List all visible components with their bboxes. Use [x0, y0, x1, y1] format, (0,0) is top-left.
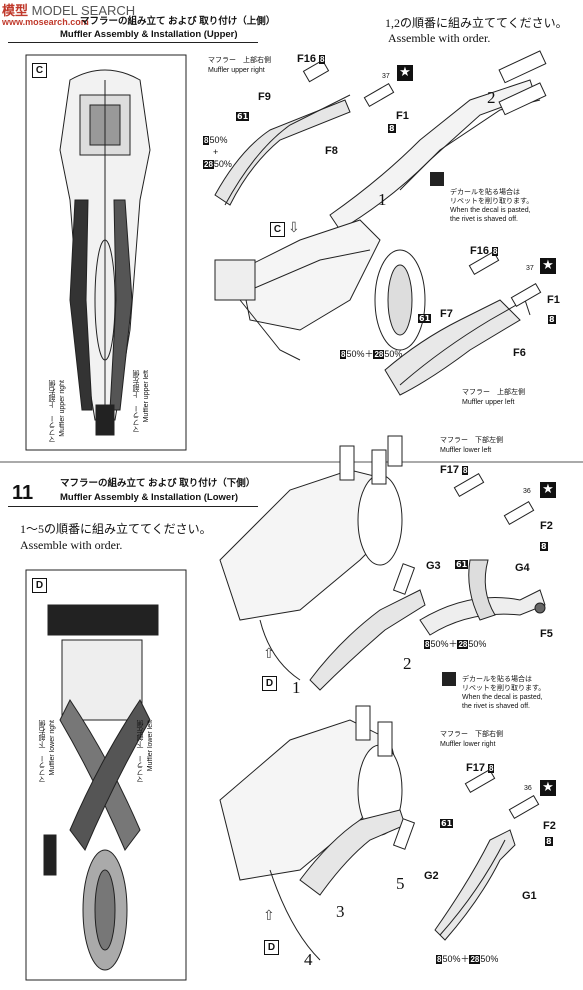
paint-mix-lower-b: 850%＋2850%	[436, 954, 499, 964]
upper-order-jp: 1,2の順番に組み立ててください。	[385, 16, 568, 30]
part-f8: F8	[325, 145, 338, 157]
upper-title-rule	[8, 42, 258, 43]
paint-61-g3: 61	[455, 560, 469, 569]
part-f1: F1	[396, 110, 409, 122]
step-number: 11	[12, 482, 34, 504]
upper-side-left-en: Muffler upper left	[143, 370, 150, 423]
paint-61-f9: 61	[236, 112, 250, 121]
arrow-up-icon: ⇧	[263, 646, 275, 662]
lower-muffler-right-jp: マフラー 下部右側	[440, 731, 503, 738]
lower-order-en: Assemble with order.	[20, 538, 123, 552]
upper-muffler-right-jp: マフラー 上部右側	[208, 57, 271, 64]
paint-8-f1b: 8	[548, 315, 556, 324]
lower-exploded-drawing-1	[219, 435, 546, 691]
paint-mix-f8: 850%	[203, 135, 228, 145]
part-f2-b: F2	[543, 820, 556, 832]
upper-side-right-jp: マフラー 上部右側	[49, 380, 56, 443]
part-f9: F9	[258, 91, 271, 103]
view-c-arrow-label: C	[270, 222, 285, 237]
star-icon-2: ★	[540, 258, 556, 274]
star-icon: ★	[397, 65, 413, 81]
order-num-2-upper: 2	[487, 88, 496, 107]
lower-muffler-right-en: Muffler lower right	[440, 741, 496, 748]
order-num-3: 3	[336, 902, 345, 921]
view-d-arrow-label-2: D	[264, 940, 279, 955]
upper-side-left-jp: マフラー 上部左側	[133, 370, 140, 433]
order-num-2-lower: 2	[403, 654, 412, 673]
part-f16-lower: F16 8	[470, 245, 499, 257]
view-d-label: D	[32, 578, 47, 593]
top-view-upper-drawing	[25, 54, 187, 451]
decal-icon-2	[442, 672, 456, 686]
part-f6: F6	[513, 347, 526, 359]
lower-exploded-drawing-2	[219, 705, 540, 961]
view-c-label: C	[32, 63, 47, 78]
part-g1: G1	[522, 890, 537, 902]
paint-61-g2: 61	[440, 819, 454, 828]
paint-36-a: 36	[523, 488, 531, 495]
order-num-5: 5	[396, 874, 405, 893]
paint-37: 37	[382, 73, 390, 80]
upper-muffler-right-en: Muffler upper right	[208, 67, 265, 74]
paint-plus: +	[213, 147, 219, 157]
paint-mix-f6: 850%＋2850%	[340, 349, 403, 359]
upper-muffler-left-en: Muffler upper left	[462, 399, 515, 406]
lower-muffler-left-en: Muffler lower left	[440, 447, 492, 454]
watermark-url: www.mosearch.com	[2, 17, 89, 27]
order-num-1-upper: 1	[378, 190, 387, 209]
paint-8-f2a: 8	[540, 542, 548, 551]
order-num-1-lower: 1	[292, 678, 301, 697]
upper-exploded-drawing	[214, 50, 547, 396]
paint-mix-28: 2850%	[203, 159, 232, 169]
upper-title-en: Muffler Assembly & Installation (Upper)	[60, 29, 238, 40]
upper-side-right-en: Muffler upper right	[59, 380, 66, 437]
lower-side-left-jp: マフラー 下部左側	[137, 720, 144, 783]
watermark: 模型 MODEL SEARCH www.mosearch.com	[2, 0, 135, 27]
lower-side-right-jp: マフラー 下部右側	[39, 720, 46, 783]
part-f7: F7	[440, 308, 453, 320]
part-g2: G2	[424, 870, 439, 882]
paint-8-f1: 8	[388, 124, 396, 133]
paint-mix-lower-a: 850%＋2850%	[424, 639, 487, 649]
decal-icon	[430, 172, 444, 186]
part-f5: F5	[540, 628, 553, 640]
order-num-4: 4	[304, 950, 313, 969]
part-f17-b: F17 8	[466, 762, 495, 774]
lower-title-jp: マフラーの組み立て および 取り付け（下側）	[60, 478, 256, 489]
paint-8-f2b: 8	[545, 837, 553, 846]
lower-decal-note: デカールを貼る場合は リベットを削り取ります。 When the decal i…	[462, 676, 546, 710]
watermark-site: MODEL SEARCH	[31, 3, 136, 18]
lower-title-rule	[8, 506, 258, 507]
part-g4: G4	[515, 562, 530, 574]
view-d-arrow-label: D	[262, 676, 277, 691]
arrow-up-icon-2: ⇧	[263, 908, 275, 924]
upper-order-en: Assemble with order.	[388, 31, 491, 45]
paint-61-f7: 61	[418, 314, 432, 323]
lower-muffler-left-jp: マフラー 下部左側	[440, 437, 503, 444]
lower-title-en: Muffler Assembly & Installation (Lower)	[60, 492, 239, 503]
part-f1-b: F1	[547, 294, 560, 306]
upper-decal-note: デカールを貼る場合は リベットを削り取ります。 When the decal i…	[450, 189, 534, 223]
part-f2-a: F2	[540, 520, 553, 532]
paint-37-b: 37	[526, 265, 534, 272]
star-icon-3: ★	[540, 482, 556, 498]
upper-muffler-left-jp: マフラー 上部左側	[462, 389, 525, 396]
lower-side-right-en: Muffler lower right	[49, 720, 56, 776]
watermark-main: 模型	[2, 3, 29, 18]
upper-title-jp: マフラーの組み立て および 取り付け（上側）	[80, 16, 276, 27]
part-g3: G3	[426, 560, 441, 572]
bottom-view-lower-drawing	[25, 569, 187, 981]
lower-side-left-en: Muffler lower left	[147, 720, 154, 772]
part-f17-a: F17 8	[440, 464, 469, 476]
part-f16-upper: F16 8	[297, 53, 326, 65]
lower-order-jp: 1～5の順番に組み立ててください。	[20, 522, 212, 536]
arrow-down-icon: ⇩	[288, 220, 300, 236]
paint-36-b: 36	[524, 785, 532, 792]
star-icon-4: ★	[540, 780, 556, 796]
